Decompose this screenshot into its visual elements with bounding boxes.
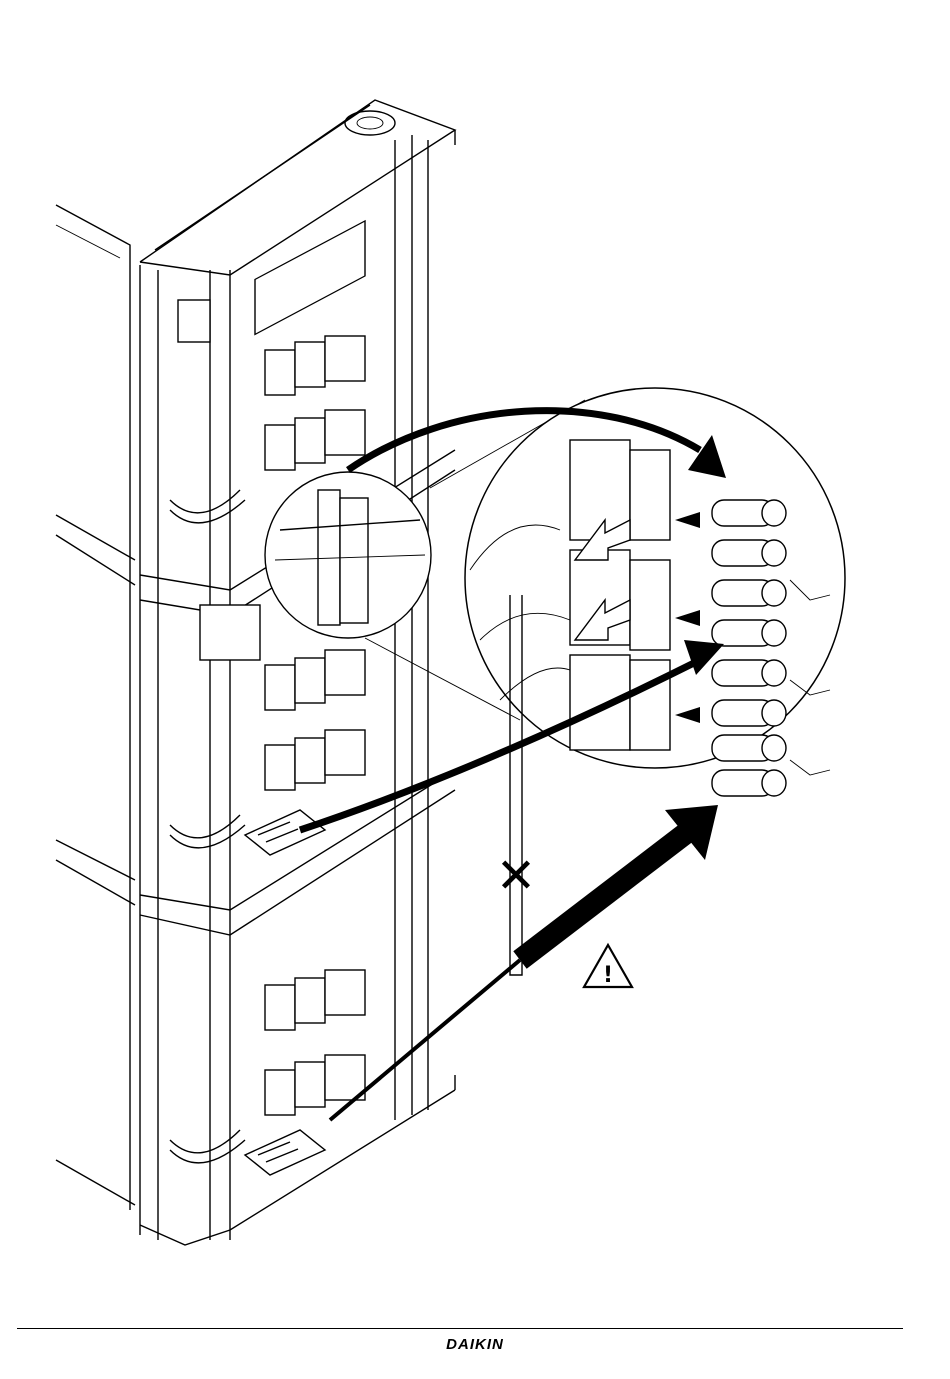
- fuse: [712, 700, 786, 726]
- lower-module: [170, 970, 365, 1175]
- fuse: [712, 660, 786, 686]
- footer-rule: [17, 1328, 903, 1329]
- fuse-pack: [245, 810, 325, 855]
- prohibited-cross-icon: ✕: [496, 848, 536, 904]
- warning-mark: !: [603, 963, 613, 988]
- fuse: [712, 540, 786, 566]
- fuse: [712, 770, 786, 796]
- fuse: [712, 620, 786, 646]
- warning-icon: !: [584, 945, 632, 988]
- fuse: [712, 735, 786, 761]
- magnifier-circle-small: [265, 472, 431, 638]
- fuse: [712, 500, 786, 526]
- fuse-pack: [245, 1130, 325, 1175]
- fuse: [712, 580, 786, 606]
- unit-frame: [56, 100, 455, 1245]
- brand-logo: DAIKIN: [420, 1336, 530, 1353]
